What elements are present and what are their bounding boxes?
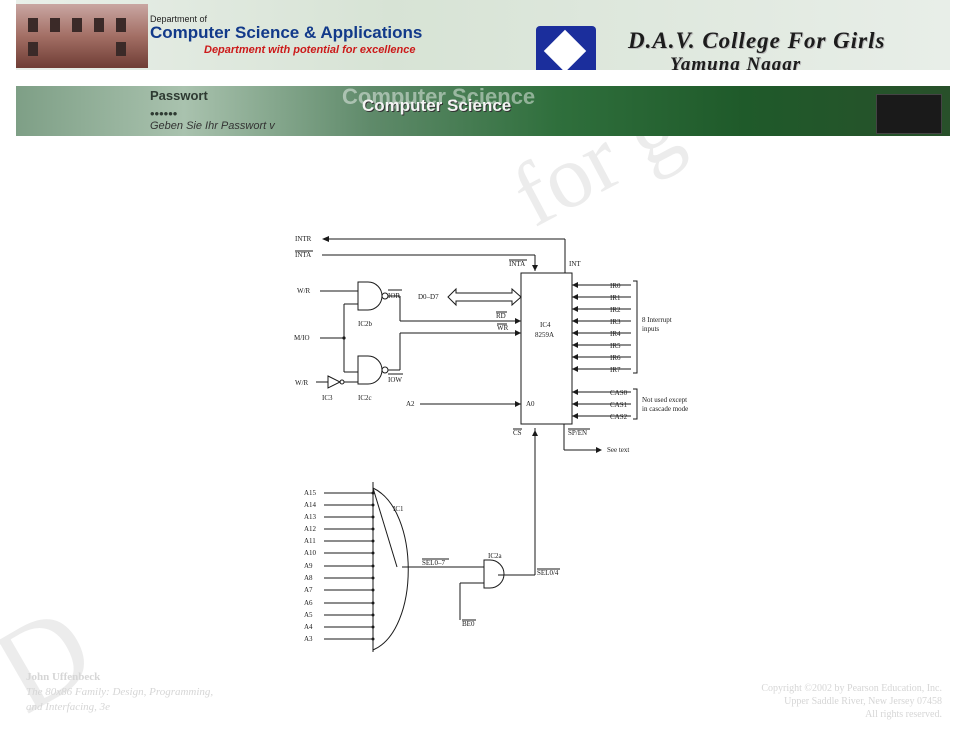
footer-copyright-line3: All rights reserved. xyxy=(865,709,942,720)
address-label-a5: A5 xyxy=(304,611,313,619)
chip-part: 8259A xyxy=(535,331,554,339)
ir-label-ir0: IR0 xyxy=(610,282,621,290)
address-label-a4: A4 xyxy=(304,623,313,631)
strip-hint-text: Geben Sie Ihr Passwort v xyxy=(150,120,275,132)
address-label-a8: A8 xyxy=(304,574,313,582)
strip-password-stars: •••••• xyxy=(150,106,178,121)
net-rd: RD xyxy=(496,312,506,320)
ir-label-ir3: IR3 xyxy=(610,318,621,326)
chip-name: IC4 xyxy=(540,321,551,329)
address-label-a9: A9 xyxy=(304,562,313,570)
signal-wr-1: W/R xyxy=(297,287,311,295)
net-wr: WR xyxy=(497,324,509,332)
address-label-a7: A7 xyxy=(304,586,313,594)
net-be0: BE0 xyxy=(462,620,475,628)
footer-copyright-line1: Copyright ©2002 by Pearson Education, In… xyxy=(761,683,942,694)
pin-sp-en: SP/EN xyxy=(568,429,587,437)
footer-credit: John Uffenbeck The 80x86 Family: Design,… xyxy=(26,670,213,715)
header-banner: Department of Computer Science & Applica… xyxy=(16,0,950,70)
footer-book-line1: The 80x86 Family: Design, Programming, xyxy=(26,686,214,698)
college-logo xyxy=(536,26,596,70)
footer-author: John Uffenbeck xyxy=(26,671,101,683)
signal-intr: INTR xyxy=(295,235,312,243)
cas-note-line1: Not used except xyxy=(642,396,687,404)
ir-note-line2: inputs xyxy=(642,325,659,333)
gate-ic2c: IC2c xyxy=(358,394,372,402)
footer-book-line2: and Interfacing, 3e xyxy=(26,701,111,713)
strip-password-text: Passwort xyxy=(150,88,208,103)
pin-int: INT xyxy=(569,260,581,268)
address-label-a14: A14 xyxy=(304,501,317,509)
dept-tagline: Department with potential for excellence xyxy=(204,44,416,56)
net-iow: IOW xyxy=(388,376,402,384)
address-label-a12: A12 xyxy=(304,525,317,533)
signal-wr-2: W/R xyxy=(295,379,309,387)
net-sel0-4: SEL0/4 xyxy=(537,569,559,577)
footer-copyright-line2: Upper Saddle River, New Jersey 07458 xyxy=(784,696,942,707)
college-title: D.A.V. College For Girls Yamuna Nagar xyxy=(628,28,885,70)
college-name: D.A.V. College For Girls xyxy=(628,28,886,53)
address-label-a10: A10 xyxy=(304,549,317,557)
ir-label-ir5: IR5 xyxy=(610,342,621,350)
net-d0-d7: D0–D7 xyxy=(418,293,439,301)
dept-line2: Computer Science & Applications xyxy=(150,23,423,42)
signal-mio: M/IO xyxy=(294,334,310,342)
ir-label-ir1: IR1 xyxy=(610,294,621,302)
college-city: Yamuna Nagar xyxy=(670,54,802,70)
department-title: Department of Computer Science & Applica… xyxy=(150,14,422,56)
see-text: See text xyxy=(607,446,629,454)
college-building-photo xyxy=(16,4,148,68)
cas-note-line2: in cascade mode xyxy=(642,405,688,413)
data-bus-arrow xyxy=(447,287,522,307)
address-label-a6: A6 xyxy=(304,599,313,607)
net-sel0-7: SEL0–7 xyxy=(422,559,445,567)
ir-label-ir4: IR4 xyxy=(610,330,621,338)
gate-ic3: IC3 xyxy=(322,394,333,402)
cas-label-cas2: CAS2 xyxy=(610,413,628,421)
strip-title: Computer Science xyxy=(362,96,512,115)
strip-title-ghost: Computer Science xyxy=(342,86,536,109)
circuit-diagram: INTR INTA W/R M/IO W/R A2 IC2b IC2c IC3 … xyxy=(294,235,688,652)
cas-label-cas0: CAS0 xyxy=(610,389,628,397)
address-label-a13: A13 xyxy=(304,513,317,521)
address-label-a15: A15 xyxy=(304,489,317,497)
ir-label-ir7: IR7 xyxy=(610,366,621,374)
gate-ic2b: IC2b xyxy=(358,320,373,328)
cas-label-cas1: CAS1 xyxy=(610,401,628,409)
ir-label-ir6: IR6 xyxy=(610,354,621,362)
signal-a2: A2 xyxy=(406,400,415,408)
pin-inta: INTA xyxy=(509,260,525,268)
circuit-chip-image xyxy=(876,94,942,134)
gate-ic2a: IC2a xyxy=(488,552,503,560)
pin-cs: CS xyxy=(513,429,522,437)
address-label-a11: A11 xyxy=(304,537,316,545)
ir-note-line1: 8 Interrupt xyxy=(642,316,672,324)
signal-inta: INTA xyxy=(295,251,311,259)
footer-copyright: Copyright ©2002 by Pearson Education, In… xyxy=(761,682,942,721)
net-ior: IOR xyxy=(388,292,400,300)
dept-line1: Department of xyxy=(150,14,208,24)
header-image-strip: Passwort •••••• Geben Sie Ihr Passwort v… xyxy=(16,86,950,136)
gate-ic1: IC1 xyxy=(393,505,404,513)
address-label-a3: A3 xyxy=(304,635,313,643)
pin-a0: A0 xyxy=(526,400,535,408)
ir-label-ir2: IR2 xyxy=(610,306,621,314)
